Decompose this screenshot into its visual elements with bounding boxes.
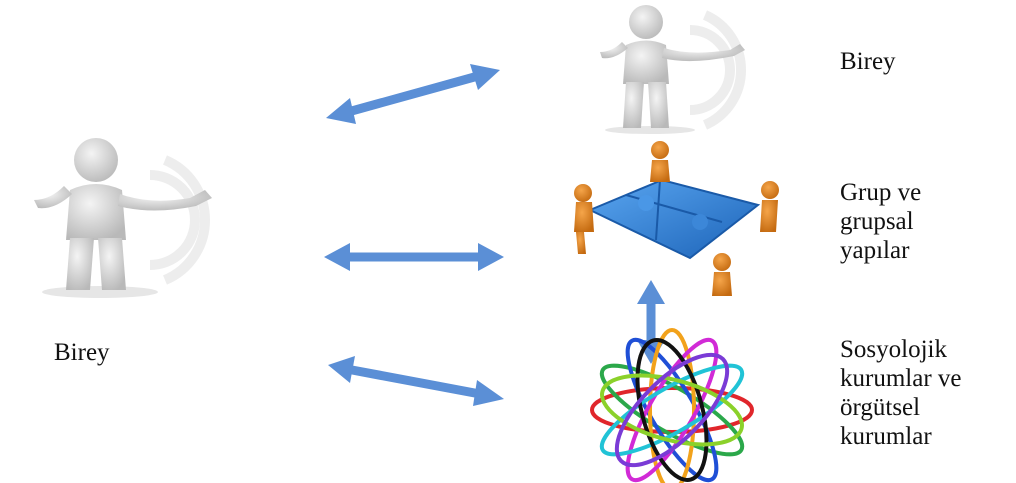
institutions-label-line: Sosyolojik bbox=[840, 336, 947, 363]
group-label-line: grupsal bbox=[840, 208, 914, 235]
left-person-label: Birey bbox=[54, 339, 110, 366]
institutions-label-line: kurumlar ve bbox=[840, 365, 962, 392]
right-person-icon bbox=[600, 5, 745, 134]
institutions-label-line: örgütsel bbox=[840, 394, 921, 421]
orbit-rings-icon bbox=[590, 328, 754, 483]
left-person-icon bbox=[34, 138, 212, 298]
right-person-label: Birey bbox=[840, 48, 896, 75]
arrow-birey-grup bbox=[324, 243, 504, 271]
institutions-label: Sosyolojik kurumlar ve örgütsel kurumlar bbox=[840, 335, 961, 451]
watermark-icon bbox=[149, 10, 747, 285]
group-label: Grup ve grupsal yapılar bbox=[840, 178, 921, 265]
group-label-line: yapılar bbox=[840, 237, 910, 264]
institutions-label-line: kurumlar bbox=[840, 423, 932, 450]
team-puzzle-icon bbox=[574, 141, 779, 296]
arrow-birey-kurumlar bbox=[328, 356, 504, 406]
arrow-birey-birey bbox=[326, 64, 500, 124]
group-label-line: Grup ve bbox=[840, 179, 922, 206]
